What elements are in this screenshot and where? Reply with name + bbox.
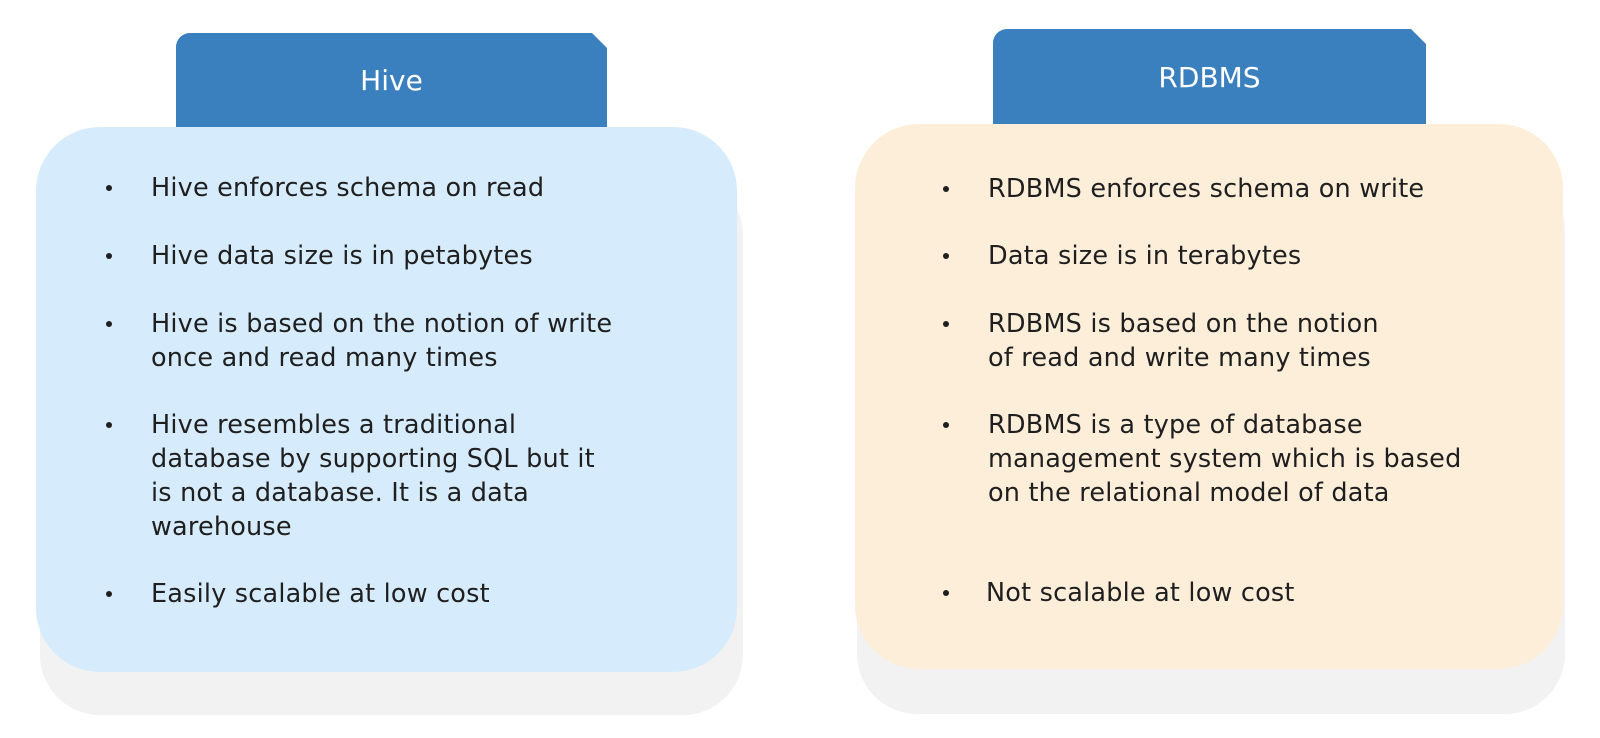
bullet-icon: [943, 321, 949, 327]
bullet-icon: [106, 591, 112, 597]
hive-item-text: Easily scalable at low cost: [151, 579, 490, 609]
bullet-icon: [106, 422, 112, 428]
hive-panel: Hive enforces schema on read Hive data s…: [36, 127, 737, 672]
rdbms-header-tab: RDBMS: [993, 29, 1426, 125]
bullet-icon: [106, 321, 112, 327]
hive-header-tab: Hive: [176, 33, 607, 128]
bullet-icon: [106, 185, 112, 191]
rdbms-item-text: Data size is in terabytes: [988, 241, 1302, 271]
rdbms-item-text: RDBMS is a type of database management s…: [988, 410, 1462, 508]
bullet-icon: [943, 186, 949, 192]
bullet-icon: [943, 253, 949, 259]
hive-item-text: Hive resembles a traditional database by…: [151, 410, 595, 542]
rdbms-item-text: Not scalable at low cost: [986, 578, 1295, 608]
hive-title: Hive: [360, 64, 423, 97]
rdbms-title: RDBMS: [1158, 60, 1261, 94]
rdbms-item-text: RDBMS is based on the notion of read and…: [988, 309, 1379, 373]
bullet-icon: [943, 422, 949, 428]
hive-item-text: Hive is based on the notion of write onc…: [151, 309, 613, 373]
hive-item-text: Hive enforces schema on read: [151, 173, 545, 203]
rdbms-item-text: RDBMS enforces schema on write: [988, 174, 1425, 204]
rdbms-panel: RDBMS enforces schema on write Data size…: [855, 124, 1563, 669]
bullet-icon: [106, 253, 112, 259]
bullet-icon: [943, 590, 949, 596]
hive-item-text: Hive data size is in petabytes: [151, 241, 533, 271]
